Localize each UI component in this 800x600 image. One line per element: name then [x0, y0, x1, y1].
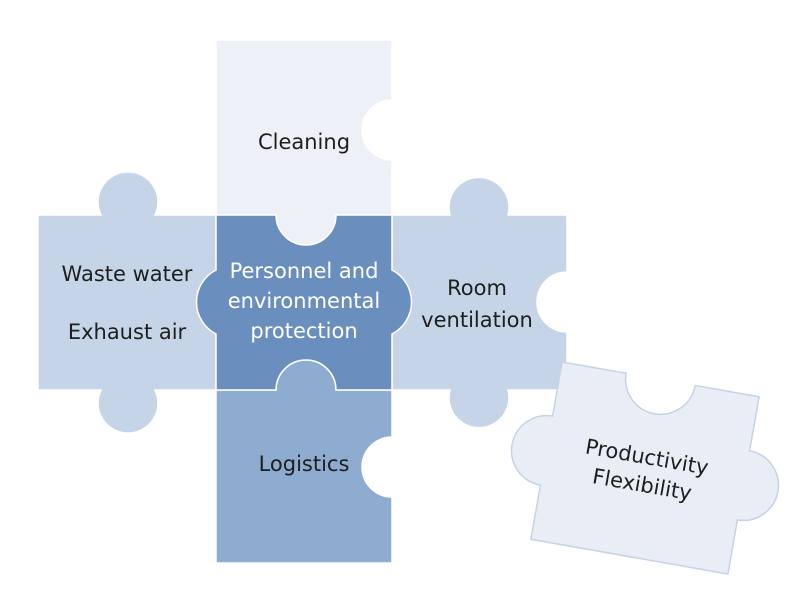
puzzle-piece-productivity	[510, 361, 780, 575]
exhaust-air-label: Exhaust air	[68, 320, 187, 344]
puzzle-piece-loose-group: Productivity Flexibility	[510, 361, 780, 575]
logistics-label: Logistics	[259, 452, 350, 476]
cleaning-label: Cleaning	[258, 130, 350, 154]
ventilation-label: ventilation	[421, 308, 533, 332]
center-label-line3: protection	[250, 319, 357, 343]
puzzle-piece-room-ventilation	[391, 176, 568, 429]
center-label-line1: Personnel and	[230, 259, 379, 283]
puzzle-piece-personnel-protection	[195, 214, 413, 391]
room-label: Room	[447, 276, 507, 300]
puzzle-piece-waste-water	[37, 171, 217, 434]
center-label-line2: environmental	[228, 289, 380, 313]
waste-water-label: Waste water	[62, 262, 193, 286]
